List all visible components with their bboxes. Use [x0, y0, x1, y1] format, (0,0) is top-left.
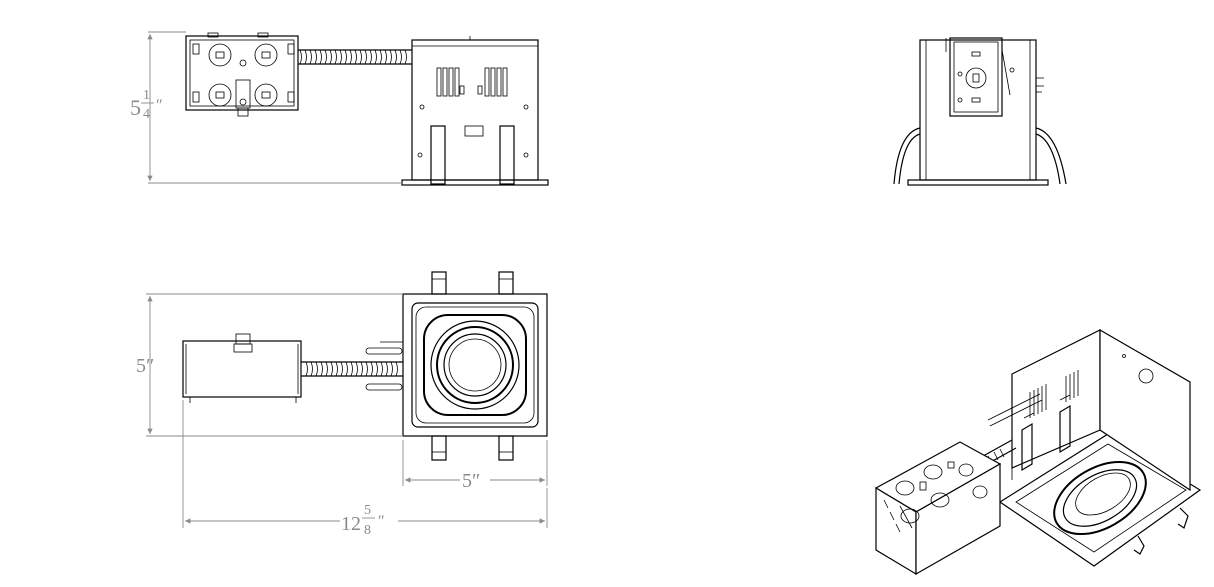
height-denominator: 4	[143, 107, 150, 122]
side-view: 5 1 4 ″	[130, 31, 549, 186]
plan-view: 5″ 5″ 12 5 8 ″	[136, 271, 548, 538]
height-unit: ″	[156, 97, 163, 114]
front-view	[893, 37, 1067, 186]
length-numerator: 5	[364, 503, 371, 518]
length-whole: 12	[341, 513, 361, 535]
height-whole: 5	[130, 95, 141, 120]
length-denominator: 8	[364, 523, 371, 538]
length-unit: ″	[378, 513, 385, 530]
isometric-view	[874, 328, 1202, 576]
width-left-label: 5″	[136, 355, 154, 377]
height-numerator: 1	[143, 88, 150, 103]
width-trim-label: 5″	[462, 470, 480, 492]
